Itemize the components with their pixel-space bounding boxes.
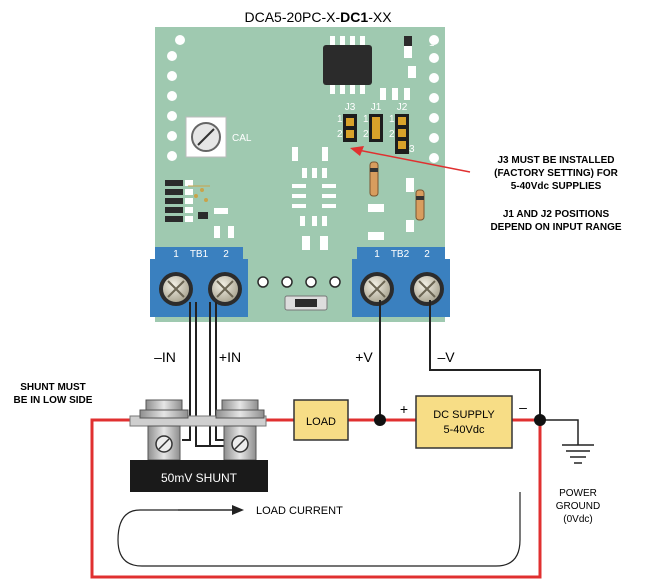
supply-plus: + xyxy=(400,401,408,417)
jumper-block: J3 J1 J2 1 2 1 2 1 2 3 xyxy=(337,102,415,155)
tb2-pin2-label: 2 xyxy=(424,249,430,260)
tb1-screw-1 xyxy=(159,272,193,306)
svg-text:DEPEND ON INPUT RANGE: DEPEND ON INPUT RANGE xyxy=(490,222,621,233)
tb1-screw-2 xyxy=(208,272,242,306)
svg-text:BE IN LOW SIDE: BE IN LOW SIDE xyxy=(14,395,93,406)
fuse xyxy=(284,295,328,311)
smd-resistor xyxy=(380,88,386,100)
junction-dot xyxy=(374,414,386,426)
pin-label: 1 xyxy=(363,114,369,125)
dc-supply-box: DC SUPPLY 5-40Vdc + – xyxy=(400,395,527,449)
ground-wire xyxy=(540,419,594,464)
current-arrow-head xyxy=(232,505,244,515)
corner-pin-label: 1 xyxy=(429,38,435,49)
right-mounting-holes xyxy=(429,35,439,163)
model-title: DCA5-20PC-X-DC1-XX xyxy=(244,9,392,25)
ic-chip xyxy=(323,36,372,94)
tb2-name-label: TB2 xyxy=(391,249,410,260)
j3-note: J3 MUST BE INSTALLED (FACTORY SETTING) F… xyxy=(494,155,618,192)
pin-label: 2 xyxy=(337,129,343,140)
pin-label: 1 xyxy=(389,114,395,125)
smd-resistor xyxy=(404,36,412,58)
board-holes-row xyxy=(257,276,341,288)
cal-label: CAL xyxy=(232,133,252,144)
jumper-label-j2: J2 xyxy=(397,102,408,113)
j3-callout-arrow xyxy=(350,146,471,173)
power-ground-label: POWER GROUND (0Vdc) xyxy=(556,488,600,525)
tb2-screw-1 xyxy=(360,272,394,306)
smd-components xyxy=(214,147,414,250)
tb2-pin1-label: 1 xyxy=(374,249,380,260)
svg-text:J3 MUST BE INSTALLED: J3 MUST BE INSTALLED xyxy=(497,155,614,166)
supply-label-line2: 5-40Vdc xyxy=(444,424,485,436)
resistor-stack xyxy=(165,180,210,222)
pin-label: 2 xyxy=(389,129,395,140)
smd-resistor xyxy=(392,88,398,100)
pin-label: 1 xyxy=(337,114,343,125)
svg-text:(FACTORY SETTING) FOR: (FACTORY SETTING) FOR xyxy=(494,168,618,179)
smd-resistor xyxy=(408,66,416,78)
junction-dot xyxy=(534,414,546,426)
svg-text:POWER: POWER xyxy=(559,488,597,499)
load-label: LOAD xyxy=(306,416,336,428)
signal-wires xyxy=(182,302,230,447)
pin-label: 3 xyxy=(409,144,415,155)
j1-j2-note: J1 AND J2 POSITIONS DEPEND ON INPUT RANG… xyxy=(490,209,621,233)
tb2-screw-2 xyxy=(410,272,444,306)
wire-label-plus-v: +V xyxy=(355,349,373,365)
pin-label: 2 xyxy=(363,129,369,140)
shunt-note: SHUNT MUST BE IN LOW SIDE xyxy=(14,382,93,406)
load-current-loop: LOAD CURRENT xyxy=(117,492,521,567)
load-current-label: LOAD CURRENT xyxy=(256,505,343,517)
terminal-block-tb2: 1 TB2 2 xyxy=(352,247,450,317)
supply-minus: – xyxy=(519,399,527,415)
jumper-label-j3: J3 xyxy=(345,102,356,113)
supply-label-line1: DC SUPPLY xyxy=(433,409,495,421)
circuit-board: 1 J3 J1 J2 1 2 1 2 1 xyxy=(150,27,450,322)
tb1-pin1-label: 1 xyxy=(173,249,179,260)
svg-text:GROUND: GROUND xyxy=(556,501,600,512)
jumper-label-j1: J1 xyxy=(371,102,382,113)
left-mounting-holes xyxy=(167,35,185,161)
terminal-block-tb1: 1 TB1 2 xyxy=(150,247,248,317)
diodes xyxy=(369,161,425,221)
tb1-pin2-label: 2 xyxy=(223,249,229,260)
svg-text:SHUNT MUST: SHUNT MUST xyxy=(20,382,86,393)
power-wires xyxy=(379,300,541,420)
cal-potentiometer: CAL xyxy=(185,116,252,158)
svg-text:5-40Vdc SUPPLIES: 5-40Vdc SUPPLIES xyxy=(511,181,602,192)
current-shunt: 50mV SHUNT xyxy=(129,399,268,492)
shunt-label: 50mV SHUNT xyxy=(161,471,238,485)
tb1-name-label: TB1 xyxy=(190,249,209,260)
smd-resistor xyxy=(404,88,410,100)
svg-text:(0Vdc): (0Vdc) xyxy=(563,514,592,525)
svg-text:J1 AND J2 POSITIONS: J1 AND J2 POSITIONS xyxy=(503,209,610,220)
wire-label-plus-in: +IN xyxy=(219,349,241,365)
wire-label-minus-in: –IN xyxy=(154,349,176,365)
wire-label-minus-v: –V xyxy=(437,349,455,365)
load-box: LOAD xyxy=(293,399,349,441)
